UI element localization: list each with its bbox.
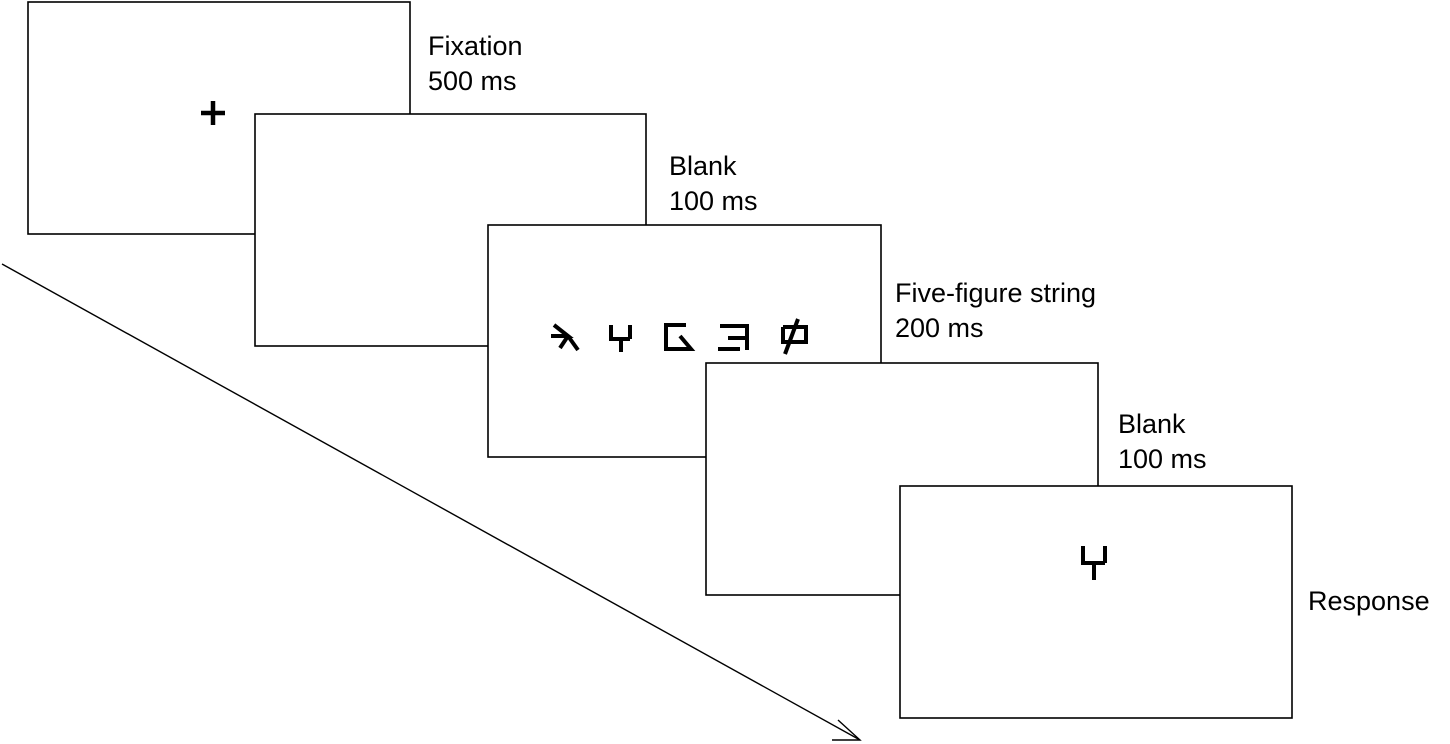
frame-5-name: Response xyxy=(1308,586,1430,616)
figure-4-icon xyxy=(718,324,749,351)
figure-2-icon xyxy=(609,325,632,352)
frame-3-duration: 200 ms xyxy=(895,313,984,343)
frame-1-name: Fixation xyxy=(428,31,523,61)
frame-response: Response xyxy=(899,485,1430,719)
frame-2-duration: 100 ms xyxy=(669,186,758,216)
frame-1-duration: 500 ms xyxy=(428,66,517,96)
figure-1-icon xyxy=(551,323,580,352)
fixation-cross-icon xyxy=(201,101,225,125)
frame-2-name: Blank xyxy=(669,151,737,181)
figure-3-icon xyxy=(664,323,696,351)
time-arrow xyxy=(1,263,862,741)
figure-5-icon xyxy=(781,318,808,355)
frame-3-name: Five-figure string xyxy=(895,278,1096,308)
frame-4-name: Blank xyxy=(1118,409,1186,439)
frame-4-duration: 100 ms xyxy=(1118,444,1207,474)
response-figure-icon xyxy=(1081,546,1107,580)
five-figure-string xyxy=(551,318,808,355)
response-screen xyxy=(899,485,1293,719)
